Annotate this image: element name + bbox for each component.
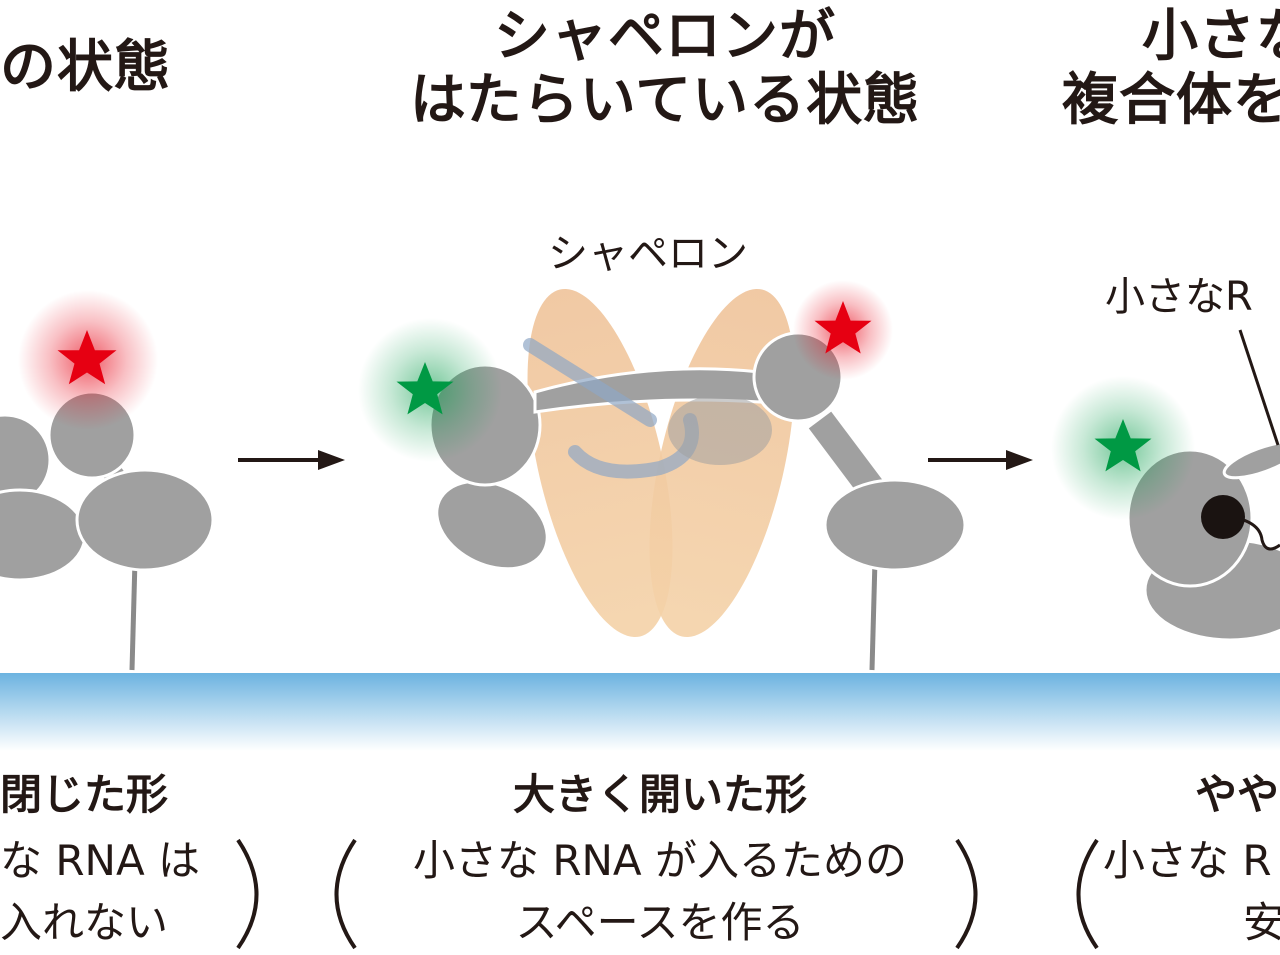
- middle-note-line2: スペースを作る: [515, 898, 805, 947]
- middle-protein: [358, 280, 967, 671]
- right-note-line2: 安: [1243, 898, 1280, 947]
- arrow-right-icon: [238, 450, 345, 470]
- chaperone-label: シャペロン: [548, 231, 748, 277]
- middle-title: シャペロンが はたらいている状態: [409, 4, 921, 133]
- red-star-icon: [57, 330, 117, 385]
- red-star-icon: [814, 301, 872, 354]
- right-title: 小さな 複合体を: [1062, 4, 1280, 133]
- small-rna-dot: [1201, 495, 1245, 539]
- right-protein: [1051, 329, 1280, 642]
- right-shape-label: やや: [1195, 770, 1280, 819]
- left-note-line2: 入れない: [0, 898, 169, 947]
- left-title: の状態: [0, 35, 171, 100]
- middle-shape-label: 大きく開いた形: [512, 770, 807, 819]
- green-star-icon: [396, 362, 454, 415]
- middle-note-line1: 小さな RNA が入るための: [412, 836, 908, 885]
- right-note-line1: 小さな R: [1103, 836, 1272, 885]
- left-protein: [0, 290, 215, 671]
- left-shape-label: 閉じた形: [0, 770, 169, 819]
- membrane: [0, 673, 1280, 751]
- left-note-line1: な RNA は: [0, 836, 201, 885]
- arrow-right-icon: [928, 450, 1033, 470]
- caption-parentheses: [236, 838, 1099, 950]
- small-rna-label: 小さなR: [1105, 274, 1253, 320]
- green-star-icon: [1094, 419, 1152, 472]
